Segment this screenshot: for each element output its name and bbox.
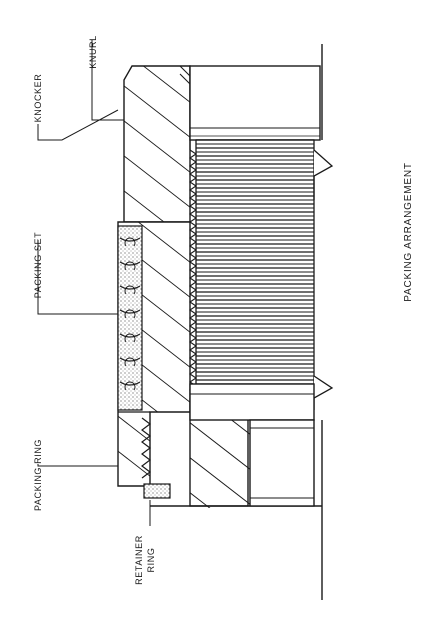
leader-knocker: [37, 109, 119, 141]
figure-caption: PACKING ARRANGEMENT: [403, 162, 414, 301]
leader-lines: [37, 40, 151, 526]
leader-packing-set: [37, 240, 118, 315]
packing-ring-threads: [118, 411, 151, 479]
label-retainer-ring-line1: RETAINER: [134, 535, 144, 585]
label-packing-ring: PACKING RING: [33, 439, 43, 511]
label-packing-set: PACKING SET: [33, 232, 43, 298]
packing-set: [117, 225, 143, 411]
leader-knurl: [91, 40, 124, 121]
label-knurl: KNURL: [88, 35, 98, 69]
knocker-body: [123, 65, 191, 223]
label-retainer-ring-line2: RING: [146, 548, 156, 573]
label-knocker: KNOCKER: [33, 74, 43, 123]
upper-collar: [179, 65, 321, 141]
leader-packing-ring: [37, 464, 118, 467]
lower-sleeve: [150, 398, 322, 508]
lower-collar: [189, 383, 315, 507]
retainer-ring: [143, 483, 171, 499]
threaded-shaft: [189, 139, 334, 410]
